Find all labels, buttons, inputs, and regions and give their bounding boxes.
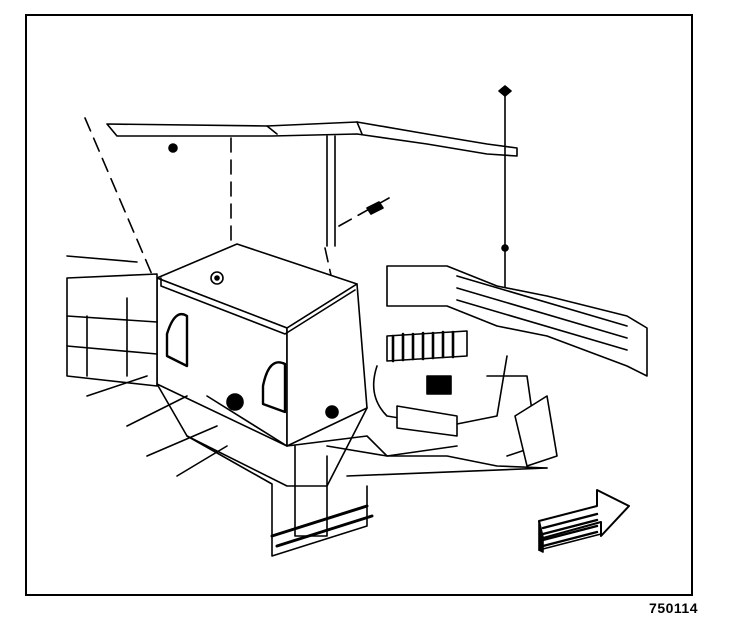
- battery-tray-exploded-illustration: [66, 85, 648, 557]
- figure-id-label: 750114: [649, 600, 698, 616]
- battery: [126, 243, 368, 447]
- battery-tray: [66, 273, 458, 557]
- diagram-frame: [25, 14, 693, 596]
- front-direction-arrow: [538, 489, 630, 553]
- tray-bolt: [366, 201, 384, 215]
- sketch-lines: [66, 255, 228, 477]
- engine-compartment-components: [326, 265, 648, 477]
- battery-hold-down-retainer: [106, 121, 518, 247]
- retainer-bolt: [498, 85, 512, 307]
